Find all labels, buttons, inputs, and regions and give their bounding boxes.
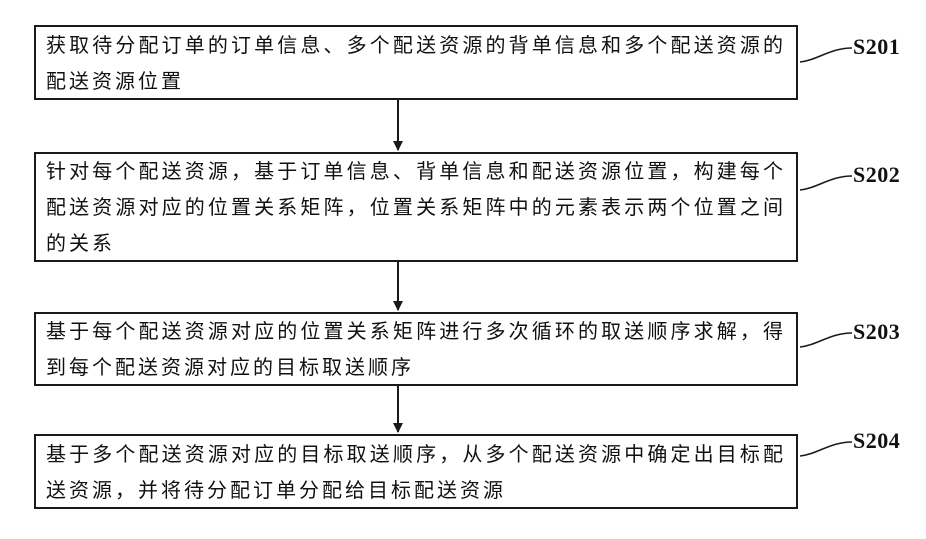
step-label-s203: S203 (853, 319, 900, 345)
leader-line-s203 (800, 333, 852, 347)
step-box-s204: 基于多个配送资源对应的目标取送顺序，从多个配送资源中确定出目标配送资源，并将待分… (34, 434, 798, 509)
step-box-s202: 针对每个配送资源，基于订单信息、背单信息和配送资源位置，构建每个配送资源对应的位… (34, 152, 798, 262)
leader-line-s202 (800, 176, 852, 190)
leader-line-s204 (800, 442, 852, 456)
step-label-s201: S201 (853, 34, 900, 60)
step-box-s203: 基于每个配送资源对应的位置关系矩阵进行多次循环的取送顺序求解，得到每个配送资源对… (34, 312, 798, 386)
step-text-s203: 基于每个配送资源对应的位置关系矩阵进行多次循环的取送顺序求解，得到每个配送资源对… (46, 313, 786, 385)
leader-line-s201 (800, 48, 852, 62)
step-text-s204: 基于多个配送资源对应的目标取送顺序，从多个配送资源中确定出目标配送资源，并将待分… (46, 436, 786, 508)
step-text-s201: 获取待分配订单的订单信息、多个配送资源的背单信息和多个配送资源的配送资源位置 (46, 27, 786, 99)
step-text-s202: 针对每个配送资源，基于订单信息、背单信息和配送资源位置，构建每个配送资源对应的位… (46, 153, 786, 261)
step-label-s202: S202 (853, 162, 900, 188)
step-label-s204: S204 (853, 428, 900, 454)
step-box-s201: 获取待分配订单的订单信息、多个配送资源的背单信息和多个配送资源的配送资源位置 (34, 25, 798, 100)
